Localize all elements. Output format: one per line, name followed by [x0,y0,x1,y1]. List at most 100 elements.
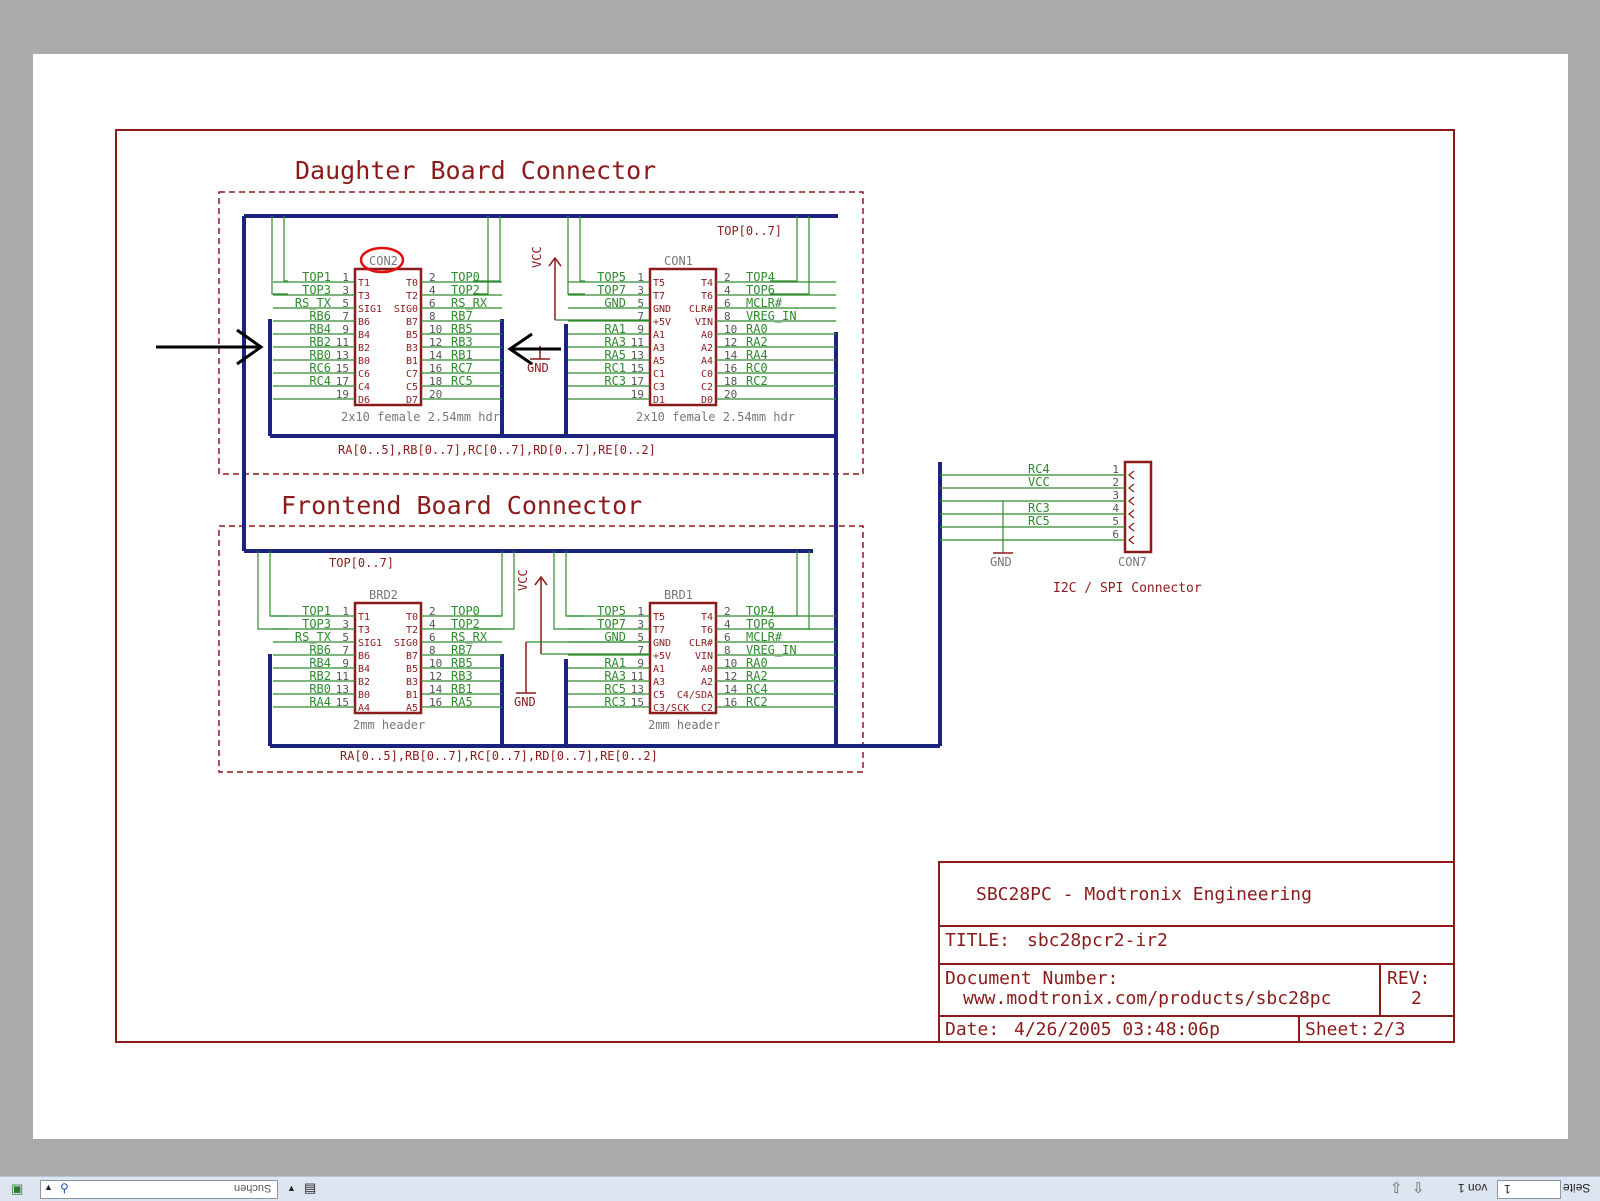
brd2-num-left: 11 [336,670,349,683]
brd1-net-right: TOP4 [746,604,775,618]
brd1-num-left: 13 [631,683,644,696]
con2-pin-right: B7 [406,317,418,328]
con2-num-left: 9 [342,323,349,336]
prev-page-icon[interactable]: ⇧ [1390,1180,1403,1197]
page-label: Seite [1563,1181,1591,1195]
brd1-net-right: VREG_IN [746,643,797,657]
con1-body [648,267,718,407]
con1-pin-left: +5V [653,317,671,328]
con1-net-left: TOP5 [597,270,626,284]
brd1-num-right: 10 [724,657,737,670]
search-icon[interactable]: ⚲ [60,1181,69,1195]
con1-net-left: RA3 [604,335,626,349]
app-icon[interactable]: ▣ [11,1181,24,1196]
next-page-icon[interactable]: ⇩ [1412,1180,1425,1197]
con2-pin-right: C7 [406,369,418,380]
con1-pin-left: GND [653,304,671,315]
menu-arrow-icon[interactable]: ▲ [287,1183,296,1193]
con1-pin-left: A5 [653,356,665,367]
con2-net-left: RB4 [309,322,331,336]
brd2-net-right: TOP2 [451,617,480,631]
con1-num-right: 6 [724,297,731,310]
con2-num-left: 17 [336,375,349,388]
bus-label-ports-upper: RA[0..5],RB[0..7],RC[0..7],RD[0..7],RE[0… [338,443,656,457]
con2-net-left: TOP3 [302,283,331,297]
con7-name: CON7 [1118,555,1147,569]
viewer-toolbar: ▣ ▲ ⚲ Suchen ▲ ▤ ⇧ ⇩ von 1 1 Seite [0,1176,1600,1201]
con2-num-left: 5 [342,297,349,310]
con2-num-left: 11 [336,336,349,349]
con2-num-left: 7 [342,310,349,323]
brd1-net-left: RC3 [604,695,626,709]
brd2-net-right: RB1 [451,682,473,696]
schematic: Daughter Board Connector Frontend Board … [115,129,1455,1043]
brd1-net-right: MCLR# [746,630,783,644]
brd1-pin-left: GND [653,638,671,649]
title-block [938,861,1455,1043]
con2-pin-right: C5 [406,382,418,393]
con7-pin-num: 3 [1112,489,1119,502]
con1-pin-left: A1 [653,330,665,341]
sheet-label: Sheet: [1305,1019,1370,1040]
title-value: sbc28pcr2-ir2 [1027,930,1168,951]
con2-net-right: RB5 [451,322,473,336]
con1-pin-right: VIN [695,317,713,328]
brd2-net-left: TOP1 [302,604,331,618]
annotation-arrow-right [507,332,561,366]
vcc-label-upper: VCC [530,246,544,268]
con2-num-right: 14 [429,349,443,362]
gnd-symbol-lower [516,641,650,694]
date-label: Date: [945,1019,999,1040]
con2-pin-left: C6 [358,369,370,380]
brd2-num-left: 5 [342,631,349,644]
search-input[interactable]: ▲ ⚲ Suchen [40,1180,278,1199]
con1-net-right: TOP4 [746,270,775,284]
brd2-pin-right: B1 [406,690,418,701]
brd2-num-right: 12 [429,670,442,683]
brd1-pin-right: A0 [701,664,713,675]
brd1-pin-right: VIN [695,651,713,662]
con2-net-left: RB6 [309,309,331,323]
brd2-net-left: TOP3 [302,617,331,631]
brd2-pin-left: B0 [358,690,370,701]
brd1-num-left: 7 [637,644,644,657]
con1-pin-right: CLR# [689,304,713,315]
page-number-input[interactable]: 1 [1497,1180,1561,1199]
con2-pin-left: SIG1 [358,304,382,315]
brd2-pin-right: T0 [406,612,418,623]
con2-pin-left: B2 [358,343,370,354]
brd2-net-left: RA4 [309,695,331,709]
con2-footprint: 2x10 female 2.54mm hdr [341,410,500,424]
con7-pin-mark [1128,483,1135,493]
brd1-footprint: 2mm header [648,718,720,732]
con1-net-right: RC2 [746,374,768,388]
con2-num-left: 3 [342,284,349,297]
dropdown-arrow-icon[interactable]: ▲ [44,1182,53,1192]
con2-pin-right: SIG0 [394,304,418,315]
con2-num-left: 1 [342,271,349,284]
brd1-pin-left: A3 [653,677,665,688]
vcc-label-lower: VCC [516,569,530,591]
con2-num-right: 4 [429,284,436,297]
con2-pin-right: B3 [406,343,418,354]
brd1-pin-left: C3/SCK [653,703,689,714]
page-icon[interactable]: ▤ [304,1180,317,1195]
con1-num-right: 16 [724,362,737,375]
con1-pin-left: T5 [653,278,665,289]
con2-pin-left: B4 [358,330,370,341]
brd2-pin-left: T1 [358,612,370,623]
con2-net-right: RC5 [451,374,473,388]
brd2-num-left: 1 [342,605,349,618]
brd2-num-right: 16 [429,696,442,709]
con2-pin-right: D7 [406,395,418,406]
con2-net-right: RC7 [451,361,473,375]
con1-pin-left: C1 [653,369,665,380]
brd1-num-right: 8 [724,644,731,657]
brd1-num-left: 3 [637,618,644,631]
document-page: Daughter Board Connector Frontend Board … [33,54,1568,1139]
brd2-pin-right: B5 [406,664,418,675]
con2-pin-left: D6 [358,395,370,406]
